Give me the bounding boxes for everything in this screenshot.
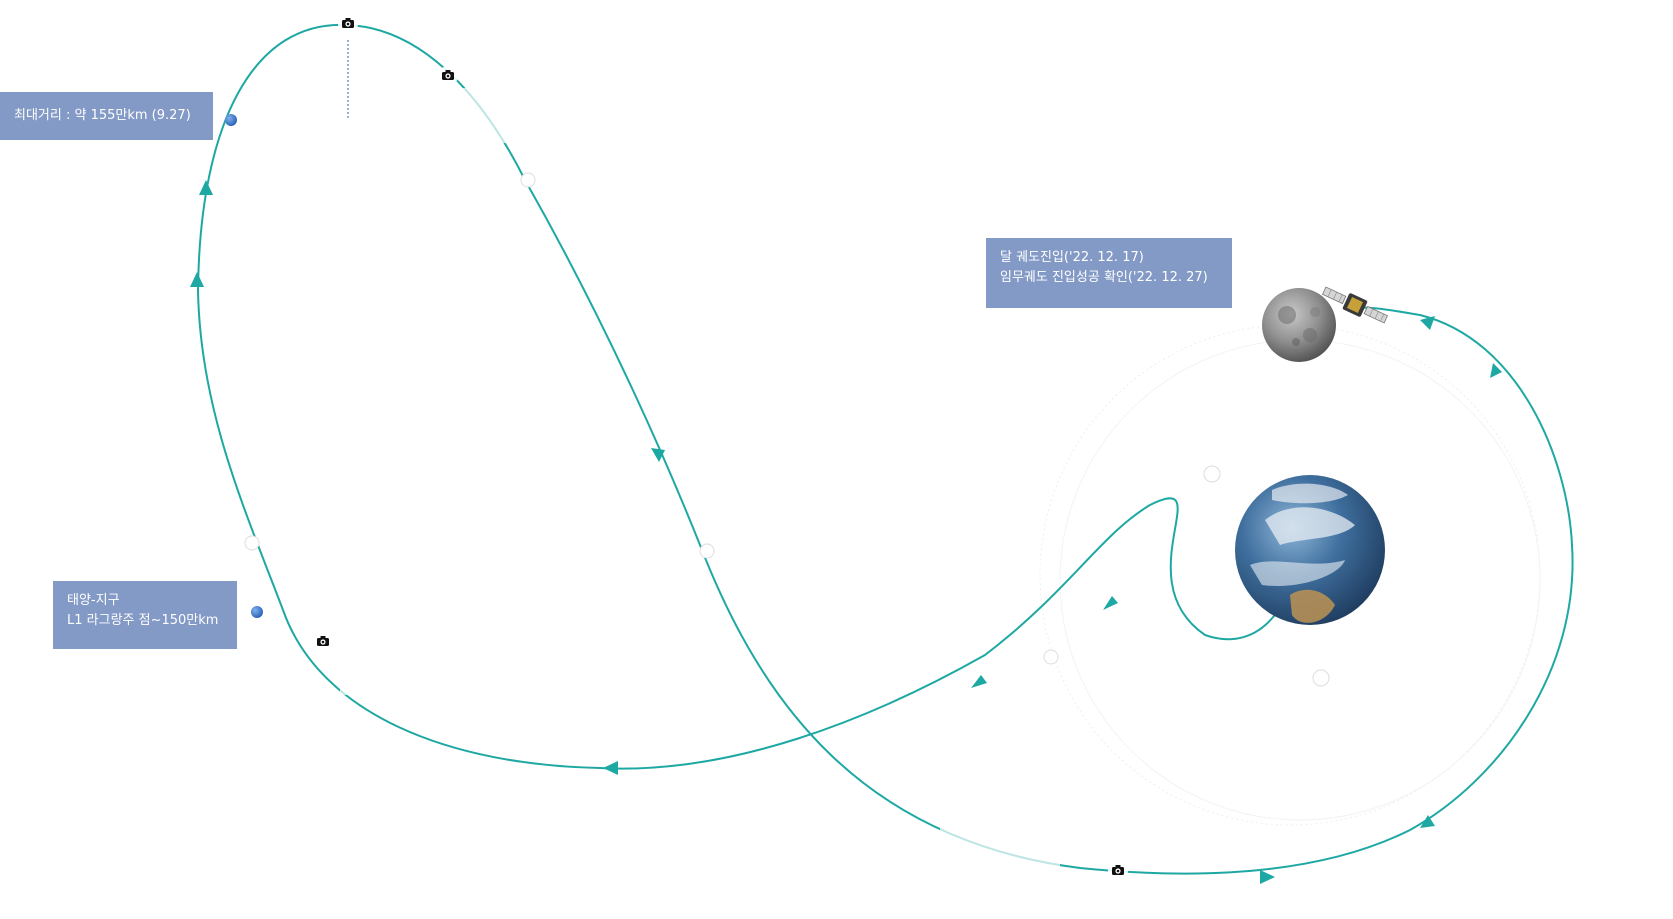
- moon-icon: [1262, 288, 1336, 362]
- direction-arrow: [603, 761, 618, 775]
- max-distance-text: 최대거리 : 약 155만km (9.27): [14, 108, 191, 123]
- waypoint-marker: [520, 172, 536, 188]
- max-distance-label: 최대거리 : 약 155만km (9.27): [0, 92, 213, 140]
- direction-arrow: [190, 272, 204, 287]
- direction-arrow: [1260, 870, 1275, 884]
- waypoint-marker: [244, 535, 260, 551]
- direction-arrow: [1103, 596, 1118, 610]
- direction-arrow: [971, 675, 987, 688]
- direction-arrow: [1420, 815, 1435, 828]
- trajectory-path: [196, 23, 1574, 875]
- l1-point-label: 태양-지구 L1 라그랑주 점~150만km: [53, 581, 237, 649]
- camera-icon: [313, 632, 333, 652]
- l1-label-line1: 태양-지구: [67, 593, 120, 608]
- camera-icon: [1108, 861, 1128, 881]
- camera-icon: [338, 14, 358, 34]
- waypoint-marker: [699, 543, 715, 559]
- waypoint-marker: [1043, 649, 1059, 665]
- waypoint-marker: [1203, 465, 1221, 483]
- wash-area: [462, 88, 507, 143]
- lunar-label-line1: 달 궤도진입('22. 12. 17): [1000, 250, 1144, 265]
- wash-area: [340, 660, 395, 695]
- l1-point-marker: [251, 606, 263, 618]
- satellite-icon: [1321, 286, 1389, 324]
- direction-arrow: [1420, 316, 1435, 330]
- waypoint-marker: [1312, 669, 1330, 687]
- lunar-orbit-entry-label: 달 궤도진입('22. 12. 17) 임무궤도 진입성공 확인('22. 12…: [986, 238, 1232, 308]
- lunar-label-line2: 임무궤도 진입성공 확인('22. 12. 27): [1000, 270, 1208, 285]
- wash-area: [940, 808, 1060, 868]
- earth-icon: [1235, 475, 1385, 625]
- direction-arrow: [651, 448, 665, 462]
- camera-icon: [438, 66, 458, 86]
- l1-label-line2: L1 라그랑주 점~150만km: [67, 613, 219, 628]
- direction-arrow: [1490, 363, 1502, 378]
- direction-arrow: [199, 180, 213, 195]
- max-distance-marker: [225, 114, 237, 126]
